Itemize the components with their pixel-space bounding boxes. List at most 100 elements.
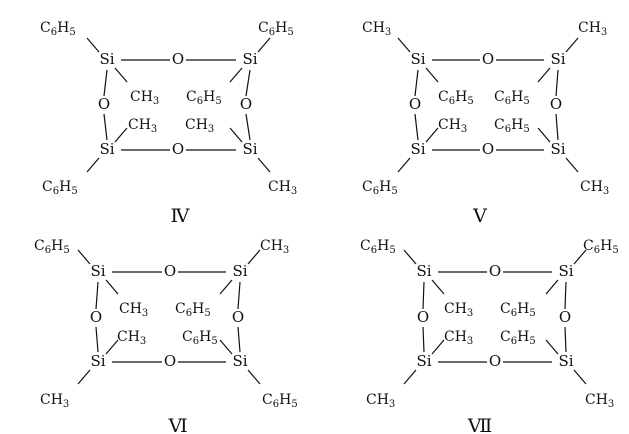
group-main: C [362,179,373,195]
si-o-bond [245,69,251,97]
substituent-group: C6H5 [175,301,211,319]
group-sub: 6 [449,96,455,107]
group-tail: H [275,20,287,36]
si-substituent-bond [219,339,233,355]
group-main: C [500,329,511,345]
substituent-group: CH3 [580,179,609,197]
group-main: CH [117,329,140,345]
si-o-bond [237,281,241,310]
oxygen-atom: O [98,95,110,113]
group-tail: H [455,89,467,105]
substituent-group: CH3 [578,20,607,38]
group-main: C [494,117,505,133]
si-substituent-bond [537,67,551,83]
group-sub: 6 [273,399,279,410]
si-substituent-bond [403,249,417,265]
group-sub2: 5 [215,96,221,107]
group-main: CH [444,329,467,345]
group-sub: 3 [142,308,148,319]
group-tail: H [600,238,612,254]
group-sub: 3 [151,124,157,135]
si-substituent-bond [537,127,551,143]
silicon-atom: Si [558,352,573,370]
group-tail: H [377,238,389,254]
group-sub2: 5 [287,27,293,38]
silicon-atom: Si [99,50,114,68]
si-substituent-bond [431,279,445,295]
group-tail: H [57,20,69,36]
group-sub: 3 [153,96,159,107]
substituent-group: CH3 [117,329,146,347]
oxygen-atom: O [172,50,184,68]
si-substituent-bond [105,339,119,355]
group-tail: H [517,301,529,317]
silicon-atom: Si [410,50,425,68]
silicon-atom: Si [558,262,573,280]
group-sub2: 5 [211,336,217,347]
substituent-group: C6H5 [500,329,536,347]
si-substituent-bond [257,37,271,53]
substituent-group: CH3 [585,392,614,410]
oxygen-atom: O [164,352,176,370]
si-substituent-bond [229,127,243,143]
group-tail: H [203,89,215,105]
group-main: C [583,238,594,254]
group-sub2: 5 [71,186,77,197]
substituent-group: CH3 [260,238,289,256]
group-main: CH [130,89,153,105]
si-substituent-bond [86,157,100,173]
group-sub: 6 [193,336,199,347]
group-main: C [175,301,186,317]
oxygen-atom: O [482,140,494,158]
group-sub: 6 [371,245,377,256]
substituent-group: CH3 [185,117,214,135]
group-sub: 3 [601,27,607,38]
group-sub: 3 [467,308,473,319]
silicon-atom: Si [90,262,105,280]
substituent-group: CH3 [362,20,391,38]
silicon-atom: Si [242,50,257,68]
si-substituent-bond [397,157,411,173]
oxygen-atom: O [240,95,252,113]
group-sub2: 5 [523,96,529,107]
group-sub2: 5 [63,245,69,256]
group-main: C [494,89,505,105]
group-main: CH [362,20,385,36]
oxygen-atom: O [559,308,571,326]
si-o-bond [95,281,99,310]
group-main: C [186,89,197,105]
group-main: C [500,301,511,317]
si-substituent-bond [247,249,261,265]
si-substituent-bond [431,339,445,355]
oxygen-atom: O [482,50,494,68]
group-main: CH [128,117,151,133]
si-o-bond [555,69,559,97]
oxygen-atom: O [164,262,176,280]
group-tail: H [511,89,523,105]
substituent-group: CH3 [130,89,159,107]
group-sub2: 5 [291,399,297,410]
substituent-group: C6H5 [494,117,530,135]
si-substituent-bond [425,67,439,83]
group-sub: 6 [45,245,51,256]
group-main: CH [40,392,63,408]
group-sub: 6 [51,27,57,38]
si-substituent-bond [565,37,579,53]
group-sub: 3 [208,124,214,135]
substituent-group: C6H5 [258,20,294,38]
group-main: C [360,238,371,254]
si-o-bond [555,113,559,141]
substituent-group: CH3 [444,301,473,319]
si-o-bond [414,113,419,141]
silicon-atom: Si [242,140,257,158]
structure-label: Ⅵ [167,415,187,434]
group-sub2: 5 [529,336,535,347]
group-main: CH [438,117,461,133]
group-sub: 3 [389,399,395,410]
group-sub: 6 [197,96,203,107]
substituent-group: C6H5 [360,238,396,256]
group-sub2: 5 [204,308,210,319]
si-substituent-bond [86,37,100,53]
substituent-group: CH3 [40,392,69,410]
group-sub: 3 [385,27,391,38]
